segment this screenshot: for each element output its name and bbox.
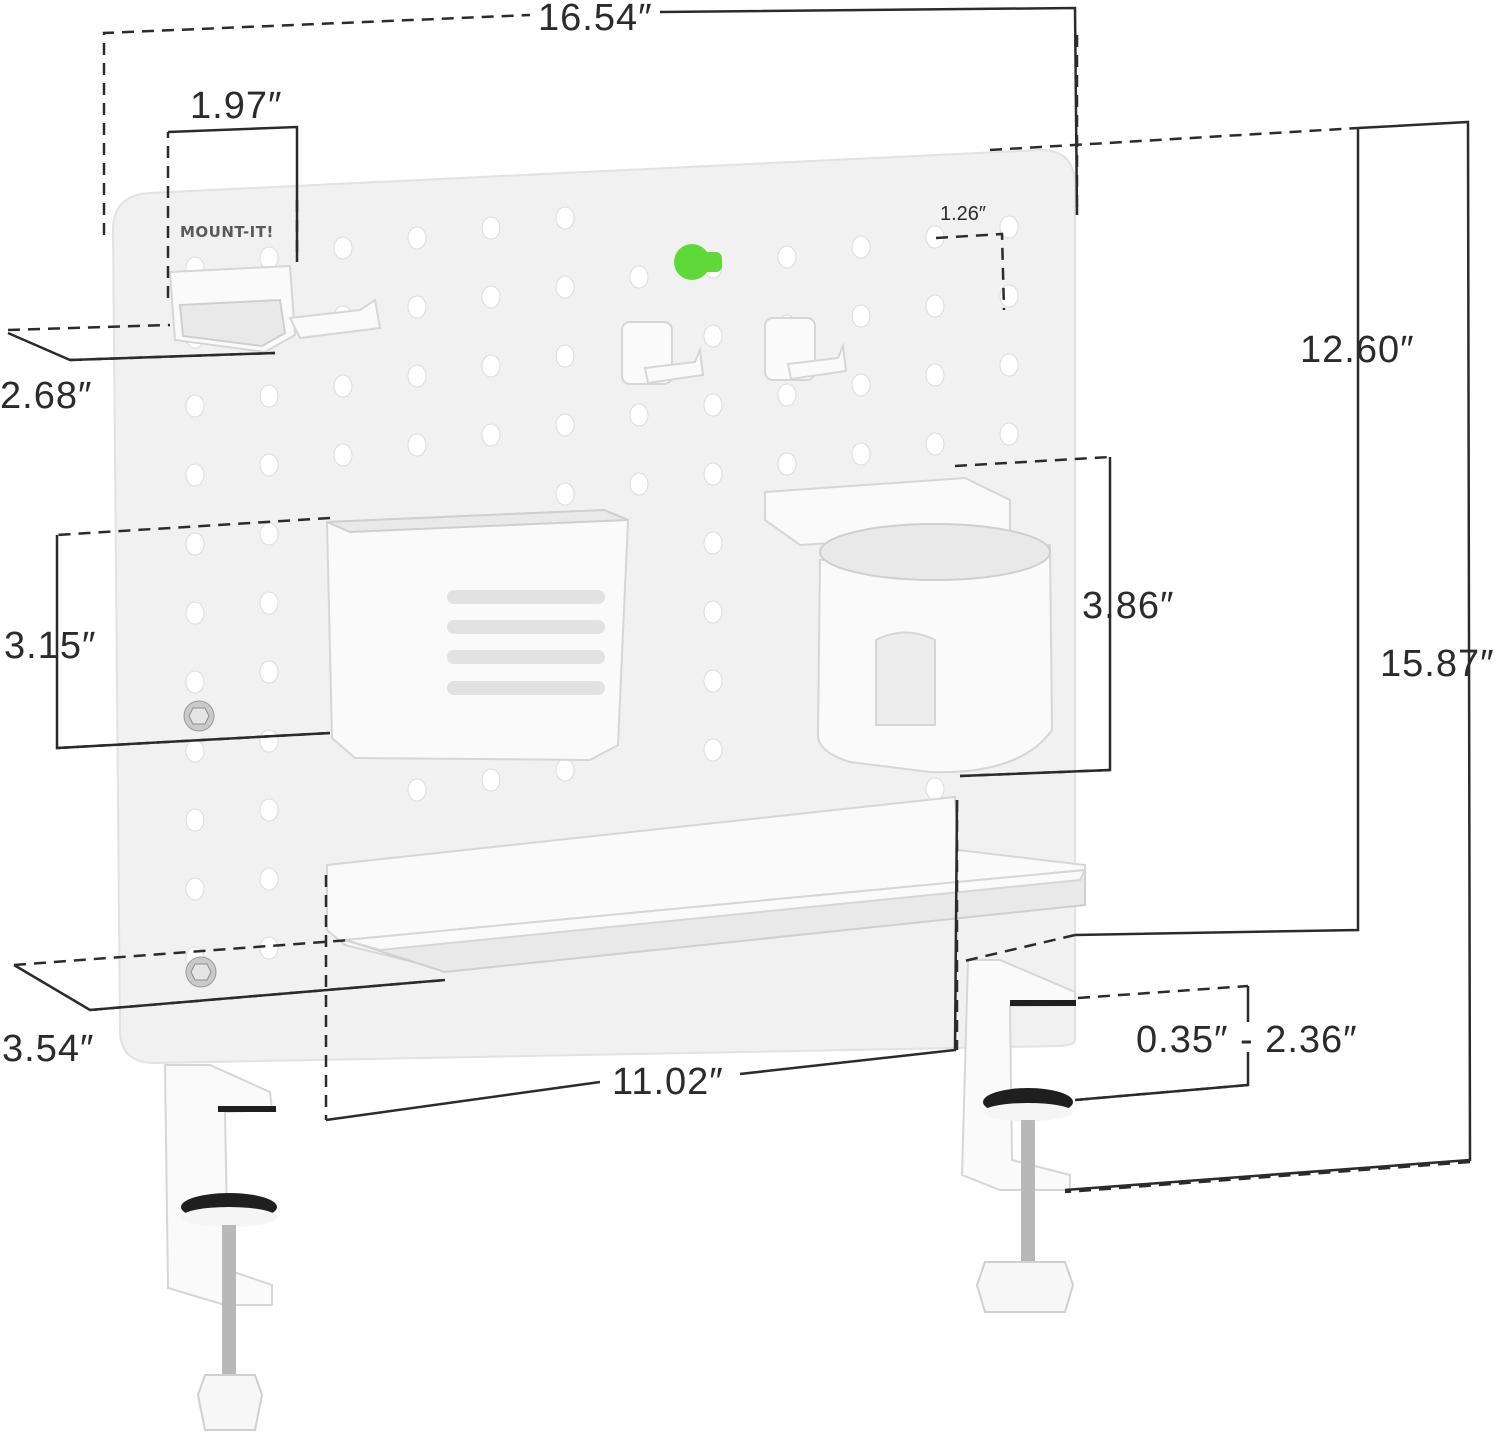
peg-hole: [407, 364, 427, 388]
shelf-width-label: 11.02″: [612, 1061, 724, 1103]
peg-hole: [777, 383, 797, 407]
peg-hole: [703, 669, 723, 693]
peg-hole: [259, 522, 279, 546]
board-height-label: 12.60″: [1300, 329, 1415, 371]
cup-holder: [764, 476, 1054, 774]
peg-hole: [259, 453, 279, 477]
peg-hole: [703, 531, 723, 555]
peg-hole: [703, 738, 723, 762]
peg-hole: [185, 670, 205, 694]
peg-hole: [259, 660, 279, 684]
peg-hole: [185, 463, 205, 487]
peg-hole: [185, 808, 205, 832]
hole-spacing-label: 1.26″: [940, 203, 986, 225]
shelf: [326, 795, 1087, 974]
clamp-range-label: 0.35″ - 2.36″: [1136, 1019, 1358, 1061]
clamp-right: [960, 959, 1076, 1313]
peg-hole: [555, 413, 575, 437]
peg-hole: [851, 304, 871, 328]
peg-hole: [407, 226, 427, 250]
peg-hole: [259, 729, 279, 753]
green-peg-icon: [674, 244, 722, 280]
peg-hole: [555, 206, 575, 230]
bin-height-label: 3.15″: [4, 625, 96, 667]
peg-hole: [555, 275, 575, 299]
hook-holder-depth-label: 2.68″: [0, 375, 92, 417]
peg-hole: [333, 236, 353, 260]
shelf-depth-label: 3.54″: [2, 1028, 94, 1070]
peg-hole: [703, 324, 723, 348]
peg-hole: [925, 777, 945, 801]
peg-hole: [185, 601, 205, 625]
peg-hole: [185, 394, 205, 418]
peg-hole: [999, 353, 1019, 377]
peg-hole: [629, 403, 649, 427]
peg-hole: [407, 778, 427, 802]
peg-hole: [259, 591, 279, 615]
hook-holder-tray: [168, 264, 382, 354]
peg-hole: [777, 452, 797, 476]
peg-hole: [333, 374, 353, 398]
peg-hole: [703, 462, 723, 486]
peg-hole: [629, 472, 649, 496]
overall-height-label: 15.87″: [1380, 643, 1495, 685]
small-hook-right: [764, 317, 848, 381]
hook-holder-width-label: 1.97″: [190, 85, 282, 127]
peg-hole: [555, 758, 575, 782]
peg-hole: [925, 432, 945, 456]
peg-hole: [481, 285, 501, 309]
storage-bin: [325, 508, 630, 762]
peg-hole: [851, 373, 871, 397]
small-hook-left: [621, 321, 705, 385]
peg-hole: [555, 344, 575, 368]
peg-hole: [925, 363, 945, 387]
peg-hole: [259, 867, 279, 891]
peg-hole: [259, 936, 279, 960]
peg-hole: [259, 246, 279, 270]
cup-holder-height-label: 3.86″: [1082, 585, 1174, 627]
overall-width-label: 16.54″: [538, 0, 653, 39]
peg-hole: [259, 384, 279, 408]
peg-hole: [259, 798, 279, 822]
brand-logo: MOUNT-IT!: [180, 223, 274, 241]
peg-hole: [851, 442, 871, 466]
peg-hole: [333, 443, 353, 467]
peg-hole: [851, 235, 871, 259]
mount-screw-upper: [183, 700, 215, 732]
peg-hole: [407, 433, 427, 457]
peg-hole: [185, 877, 205, 901]
clamp-left: [163, 1064, 277, 1431]
peg-hole: [629, 265, 649, 289]
peg-hole: [925, 294, 945, 318]
peg-hole: [185, 532, 205, 556]
peg-hole: [999, 215, 1019, 239]
peg-hole: [407, 295, 427, 319]
peg-hole: [481, 768, 501, 792]
mount-screw-lower: [185, 956, 217, 988]
peg-hole: [777, 245, 797, 269]
dimension-lines: [7, 6, 1472, 1194]
peg-hole: [555, 482, 575, 506]
peg-hole: [481, 354, 501, 378]
peg-hole: [481, 423, 501, 447]
peg-hole: [999, 422, 1019, 446]
peg-hole: [185, 739, 205, 763]
peg-hole: [481, 216, 501, 240]
peg-hole: [703, 600, 723, 624]
peg-hole: [703, 393, 723, 417]
